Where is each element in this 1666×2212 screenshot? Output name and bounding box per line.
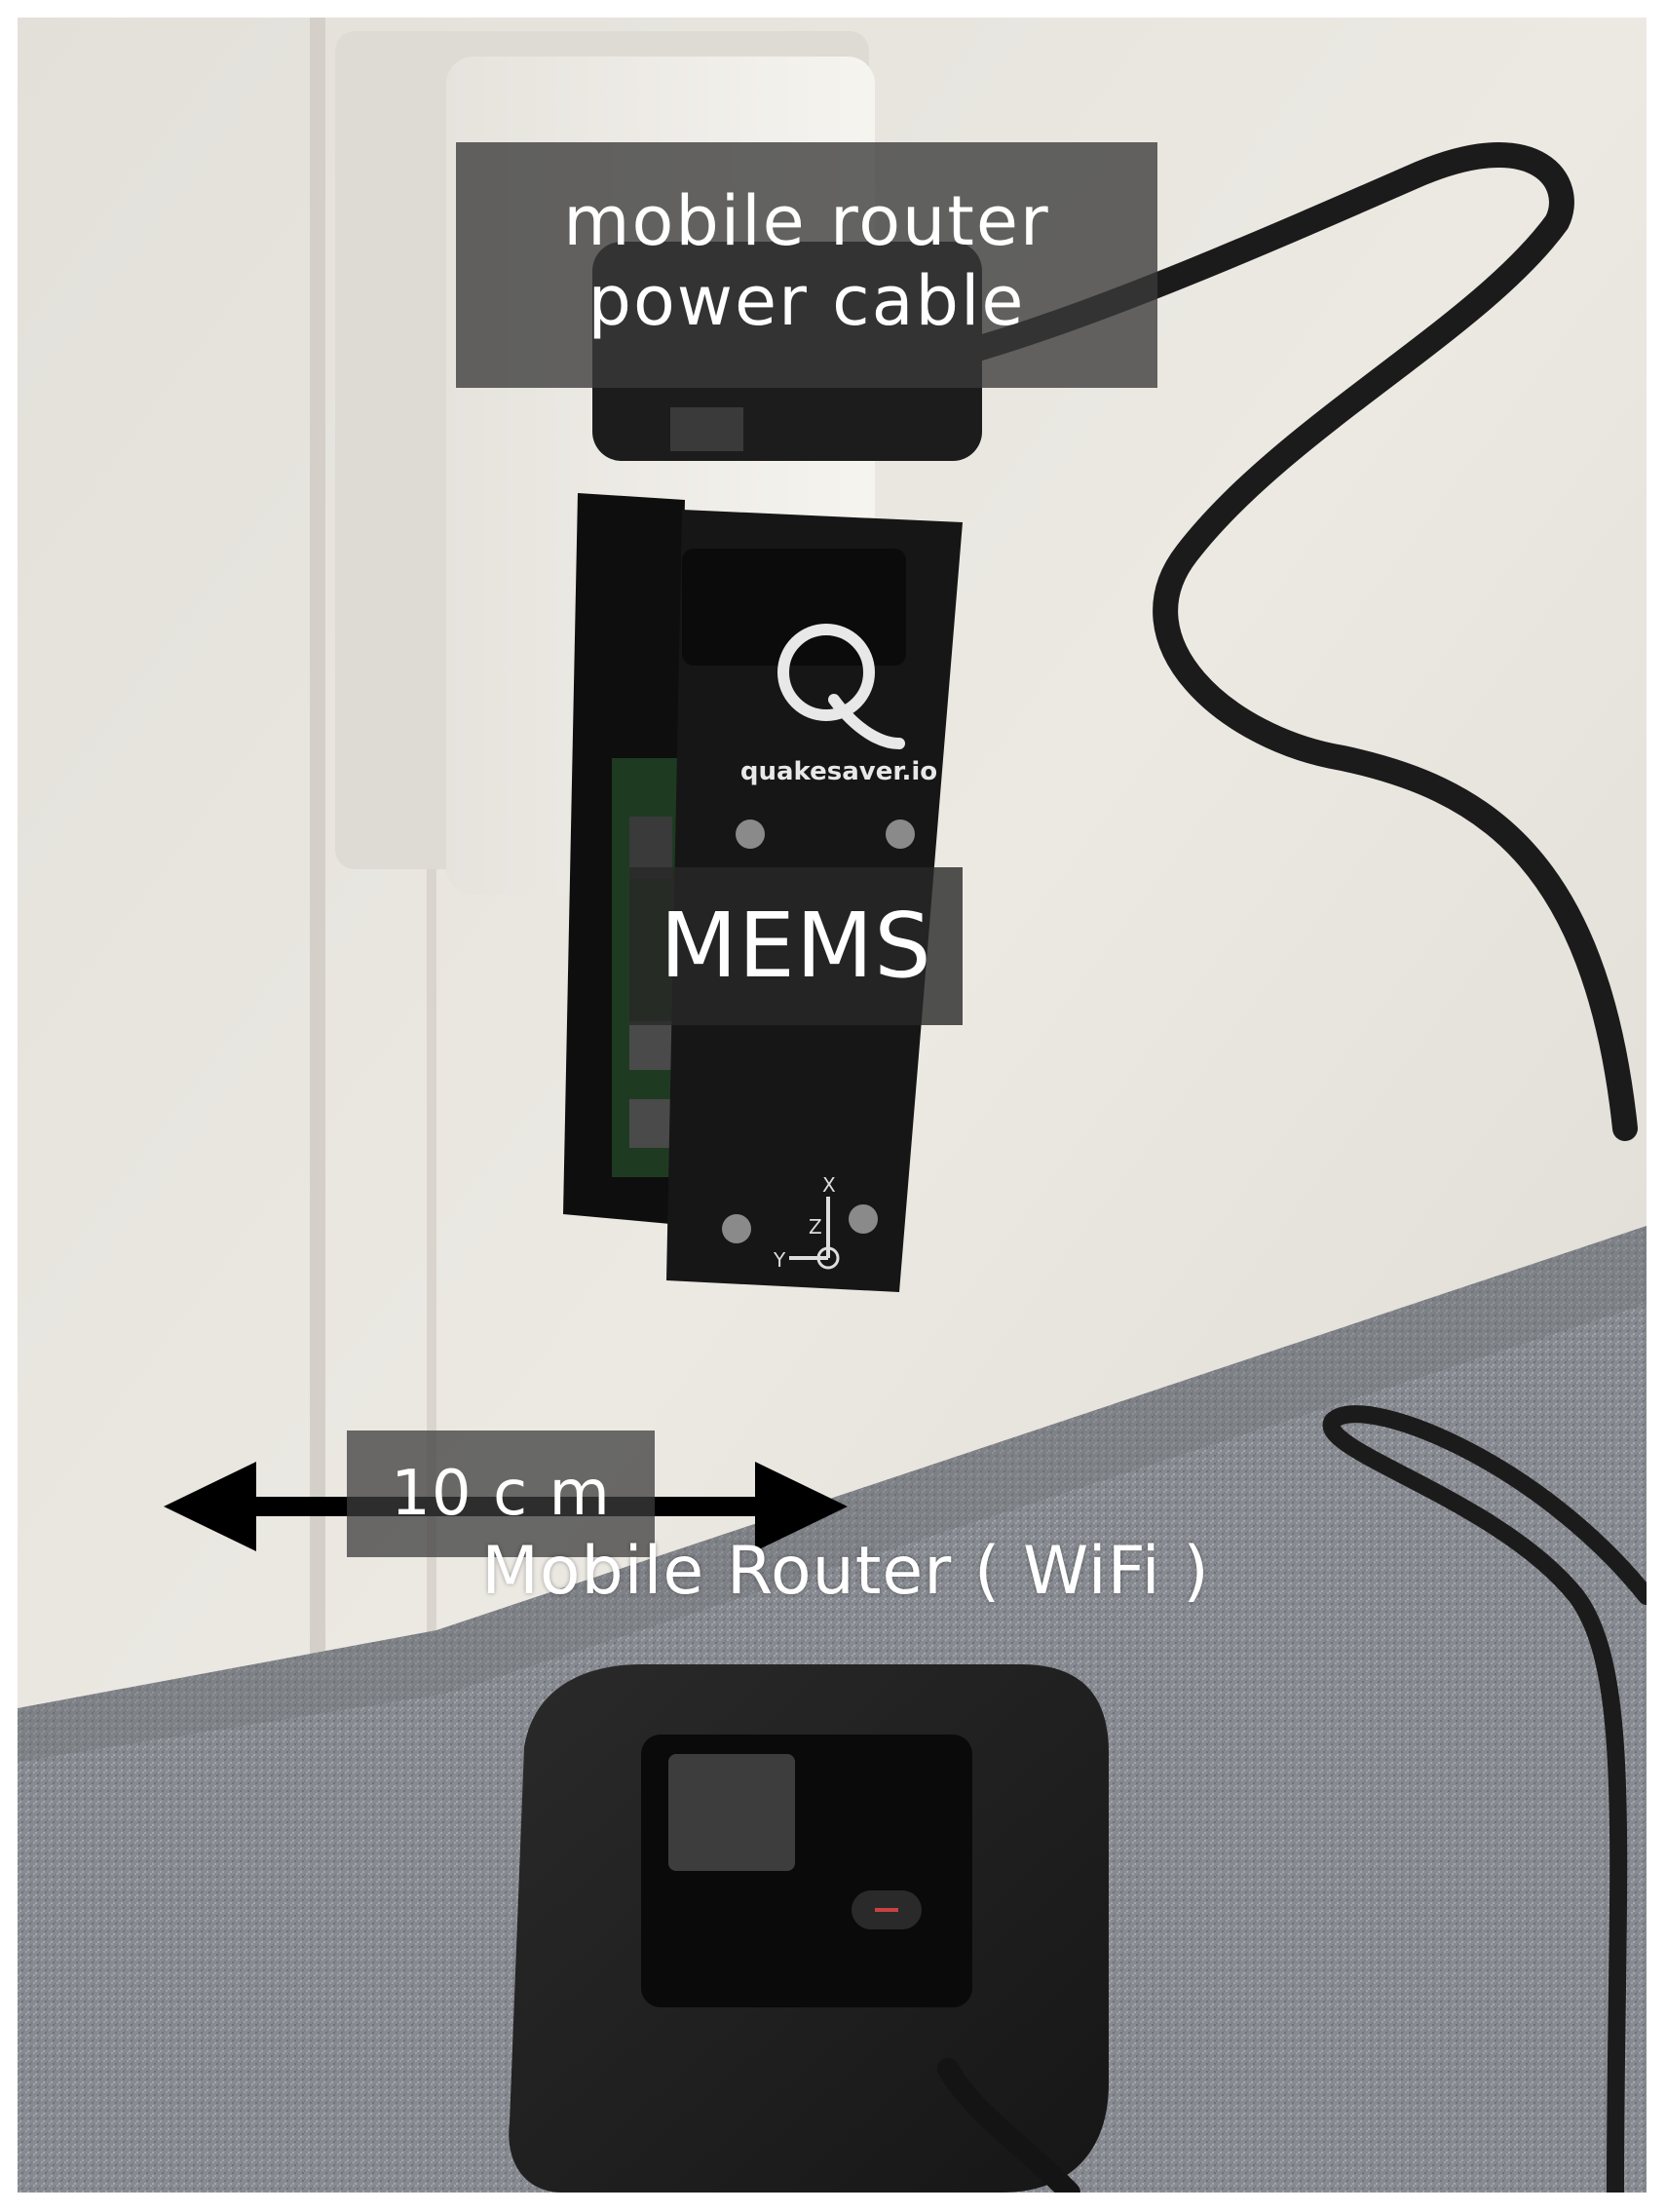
carpet-shade bbox=[18, 1226, 1647, 1762]
power-cable-label-line2: power cable bbox=[587, 261, 1026, 341]
power-cable bbox=[965, 142, 1638, 1141]
router-cable bbox=[1322, 1405, 1647, 2193]
distance-arrow-right-head bbox=[755, 1462, 848, 1551]
axis-z-label: Z bbox=[809, 1215, 822, 1239]
distance-label: 10 c m bbox=[347, 1430, 655, 1557]
photo-frame: quakesaver.io X Y Z mobile router power … bbox=[18, 18, 1647, 2193]
pi-port bbox=[629, 1021, 672, 1070]
screw bbox=[849, 1204, 878, 1234]
wall-seam bbox=[427, 856, 436, 1655]
power-cable-label: mobile router power cable bbox=[456, 142, 1157, 388]
logo-q-ring bbox=[777, 624, 875, 721]
power-cable-label-line1: mobile router bbox=[563, 181, 1050, 261]
router-label: Mobile Router ( WiFi ) bbox=[481, 1533, 1210, 1610]
screw bbox=[736, 820, 765, 849]
axis-marker: X Y Z bbox=[773, 1173, 840, 1272]
screw bbox=[886, 820, 915, 849]
axis-z-dot bbox=[816, 1246, 840, 1270]
quakesaver-logo bbox=[777, 624, 905, 749]
adapter-plug bbox=[670, 407, 743, 451]
logo-q-tail bbox=[828, 694, 905, 749]
mems-label: MEMS bbox=[629, 867, 963, 1025]
router-usb-cable bbox=[937, 2058, 1080, 2193]
pi-port bbox=[629, 1099, 672, 1148]
router-screen bbox=[668, 1754, 795, 1871]
axis-x-label: X bbox=[822, 1173, 836, 1197]
axis-y-label: Y bbox=[773, 1248, 786, 1272]
brand-url: quakesaver.io bbox=[740, 757, 937, 786]
distance-arrow-left-head bbox=[164, 1462, 256, 1551]
screw bbox=[722, 1214, 751, 1243]
wall-seam bbox=[310, 18, 325, 1674]
